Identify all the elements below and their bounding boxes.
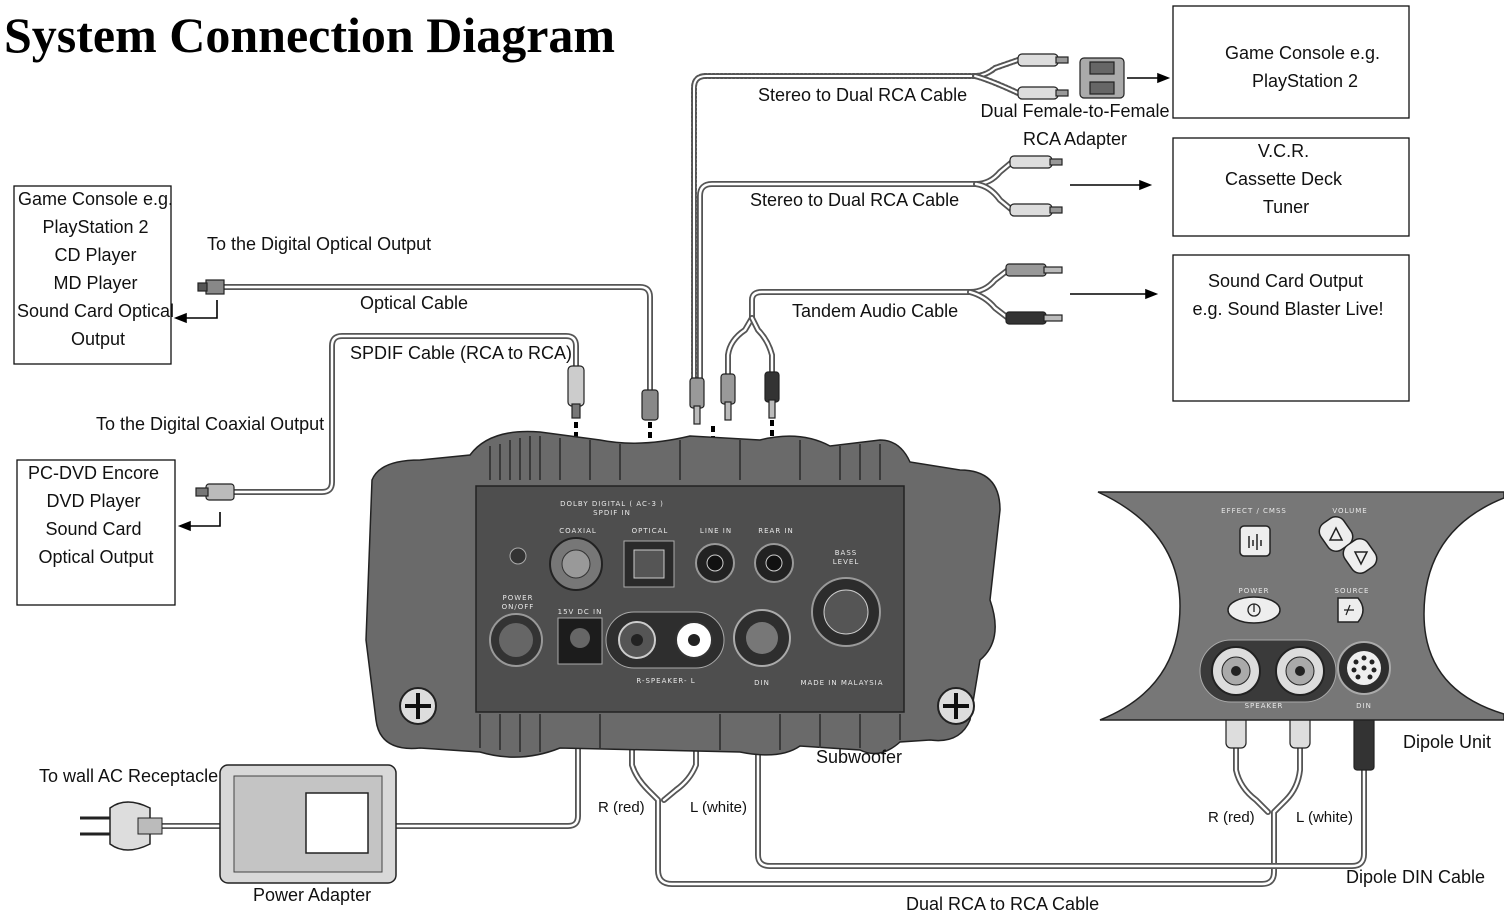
sub-coaxial-label: COAXIAL (559, 527, 597, 535)
box-left-top-line: PlayStation 2 (42, 217, 148, 237)
box-right-2-line: Tuner (1263, 197, 1309, 217)
label-stereo-rca-1: Stereo to Dual RCA Cable (758, 85, 967, 105)
sub-dc-in-label: 15V DC IN (558, 608, 603, 616)
box-left-top: Game Console e.g. PlayStation 2 CD Playe… (13, 185, 179, 365)
label-dipole-unit: Dipole Unit (1403, 732, 1491, 752)
sub-made-in-label: MADE IN MALAYSIA (800, 679, 883, 687)
label-spdif-cable: SPDIF Cable (RCA to RCA) (350, 343, 572, 363)
power-adapter (80, 764, 397, 884)
box-left-top-line: CD Player (54, 245, 136, 265)
label-ff-adapter-1: Dual Female-to-Female (980, 101, 1169, 121)
sub-power-label: POWER (503, 594, 534, 602)
dipole-din-label: DIN (1356, 702, 1372, 710)
label-dual-rca: Dual RCA to RCA Cable (906, 894, 1099, 914)
svg-text:PC-DVD Encore DVD Player: PC-DVD Encore DVD Player Sound Card Opti… (28, 463, 164, 567)
label-optical-cable: Optical Cable (360, 293, 468, 313)
label-l-white: L (white) (690, 799, 747, 816)
label-power-adapter: Power Adapter (253, 885, 371, 905)
box-right-2: V.C.R. Cassette Deck Tuner (1172, 137, 1410, 237)
sub-onoff-label: ON/OFF (502, 603, 535, 611)
pointer-arrows (173, 72, 1171, 532)
box-right-1-line: Game Console e.g. (1225, 43, 1380, 63)
label-r-red: R (red) (598, 799, 645, 816)
cables (157, 57, 1367, 887)
dipole-panel: EFFECT / CMSS VOLUME POWER SOURCE SPEAKE… (1097, 491, 1504, 721)
subwoofer-panel: DOLBY DIGITAL ( AC-3 ) SPDIF IN COAXIAL … (365, 430, 1001, 758)
box-left-bottom-line: Sound Card (45, 519, 141, 539)
label-dipole-din: Dipole DIN Cable (1346, 867, 1485, 887)
sub-spdif-label: SPDIF IN (593, 509, 631, 517)
box-left-top-line: MD Player (53, 273, 137, 293)
sub-speaker-label: R-SPEAKER- L (636, 677, 695, 685)
label-tandem-cable: Tandem Audio Cable (792, 301, 958, 321)
dipole-source-label: SOURCE (1335, 587, 1370, 595)
label-to-wall: To wall AC Receptacle (39, 766, 218, 786)
box-left-bottom-line: Optical Output (38, 547, 153, 567)
label-stereo-rca-2: Stereo to Dual RCA Cable (750, 190, 959, 210)
label-to-optical: To the Digital Optical Output (207, 234, 431, 254)
label-subwoofer: Subwoofer (816, 747, 902, 767)
box-right-3-line: e.g. Sound Blaster Live! (1192, 299, 1383, 319)
box-left-bottom-line: DVD Player (46, 491, 140, 511)
labels: Stereo to Dual RCA Cable Dual Female-to-… (39, 85, 1491, 914)
sub-din-label: DIN (754, 679, 770, 687)
volume-down-button (1342, 538, 1378, 574)
svg-text:Game Console e.g. PlaySt: Game Console e.g. PlayStation 2 CD Playe… (17, 189, 179, 349)
dipole-volume-label: VOLUME (1332, 507, 1367, 515)
box-right-2-line: V.C.R. (1258, 141, 1309, 161)
box-left-bottom: PC-DVD Encore DVD Player Sound Card Opti… (16, 459, 176, 606)
svg-text:Game Console e.g. PlaySt: Game Console e.g. PlayStation 2 (1225, 43, 1385, 91)
dipole-speaker-label: SPEAKER (1245, 702, 1284, 710)
sub-dolby-label: DOLBY DIGITAL ( AC-3 ) (560, 500, 664, 508)
box-right-2-line: Cassette Deck (1225, 169, 1343, 189)
svg-text:Sound Card Output e.g. S: Sound Card Output e.g. Sound Blaster Liv… (1192, 271, 1383, 319)
box-right-3-line: Sound Card Output (1208, 271, 1363, 291)
box-left-top-line: Sound Card Optical (17, 301, 174, 321)
box-left-bottom-line: PC-DVD Encore (28, 463, 159, 483)
box-right-3: Sound Card Output e.g. Sound Blaster Liv… (1172, 254, 1410, 402)
label-ff-adapter-2: RCA Adapter (1023, 129, 1127, 149)
label-l-white-2: L (white) (1296, 809, 1353, 826)
box-right-1-line: PlayStation 2 (1252, 71, 1358, 91)
diagram-title: System Connection Diagram (4, 7, 615, 63)
sub-line-in-label: LINE IN (700, 527, 732, 535)
box-left-top-line: Output (71, 329, 125, 349)
sub-level-label: LEVEL (833, 558, 859, 566)
sub-rear-in-label: REAR IN (758, 527, 793, 535)
dipole-effect-label: EFFECT / CMSS (1221, 507, 1287, 515)
sub-optical-label: OPTICAL (632, 527, 669, 535)
sub-bass-label: BASS (835, 549, 857, 557)
label-r-red-2: R (red) (1208, 809, 1255, 826)
svg-text:V.C.R. Cassette Deck: V.C.R. Cassette Deck Tuner (1225, 141, 1347, 217)
label-to-coaxial: To the Digital Coaxial Output (96, 414, 324, 434)
effect-button (1239, 525, 1271, 557)
box-left-top-line: Game Console e.g. (18, 189, 173, 209)
box-right-1: Game Console e.g. PlayStation 2 (1172, 5, 1410, 119)
dipole-power-label: POWER (1239, 587, 1270, 595)
